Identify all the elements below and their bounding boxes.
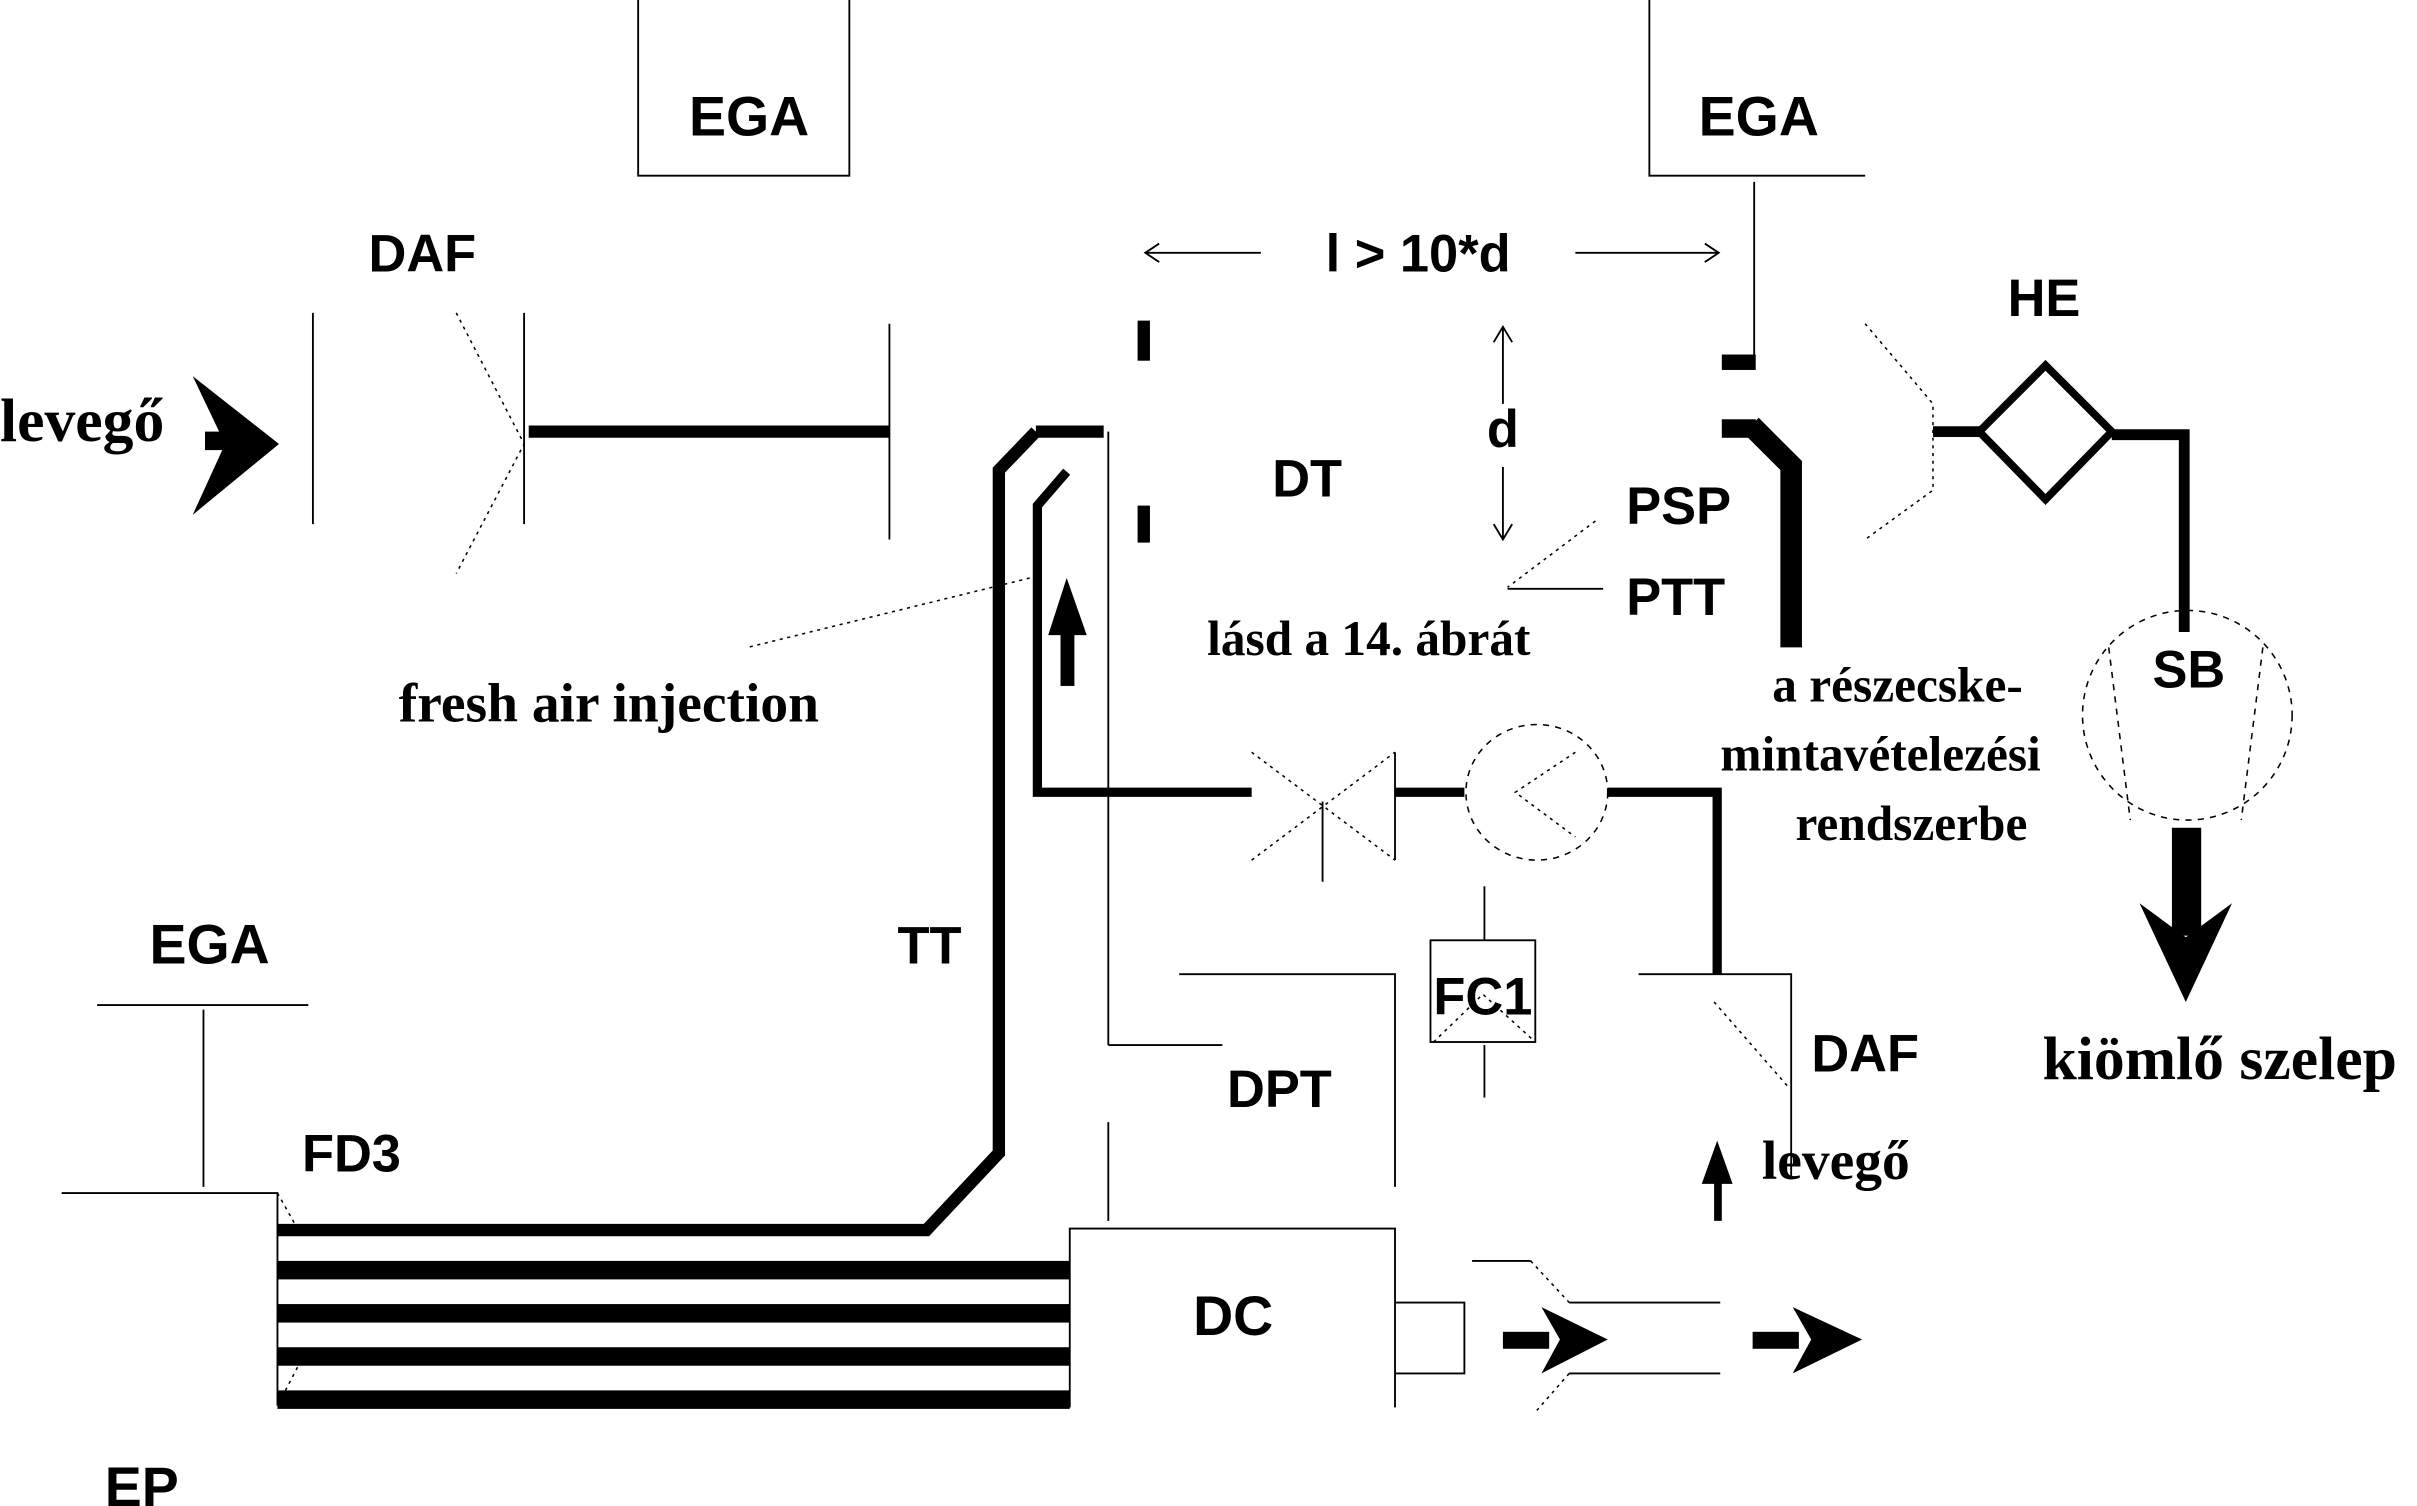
he-label: HE <box>2008 270 2081 328</box>
ptt-label: PTT <box>1626 569 1725 627</box>
exhaust-outlet <box>1472 1259 1863 1411</box>
daf-filter-bottom: DAF <box>1638 973 1919 1177</box>
dimension-diameter: d <box>1487 324 1519 542</box>
arrow-right-icon <box>192 376 280 515</box>
ega-label-top-left: EGA <box>689 86 809 148</box>
diamond-icon <box>1973 359 2118 505</box>
suction-blower: SB <box>2081 609 2293 821</box>
dc-label: DC <box>1193 1285 1273 1347</box>
dc-box: DC <box>1068 1227 1466 1408</box>
dpt-box: DPT <box>1107 973 1396 1221</box>
particle-label-line1: a részecske- <box>1772 657 2023 712</box>
daf-label-top: DAF <box>369 225 477 283</box>
daf-filter-top <box>311 312 891 574</box>
transfer-tube: TT <box>277 425 1104 1237</box>
arrow-right-icon <box>1752 1307 1863 1374</box>
dilution-tunnel: DT <box>1137 320 1756 543</box>
arrow-right-icon <box>1502 1307 1608 1374</box>
fresh-air-tube: fresh air injection <box>399 431 1252 1047</box>
particle-label-line3: rendszerbe <box>1795 796 2027 851</box>
ega-box-top-left: EGA <box>637 0 851 177</box>
pump-icon <box>1465 723 1722 975</box>
flow-divider-fd3 <box>277 1260 1070 1409</box>
ega-box-bottom-left: EGA <box>61 913 309 1407</box>
tt-label: TT <box>897 917 961 975</box>
heat-exchanger: HE <box>1864 270 2190 632</box>
sb-label: SB <box>2152 641 2225 699</box>
ep-label: EP <box>105 1456 179 1506</box>
arrow-down-icon <box>2139 827 2233 1002</box>
fresh-air-label: fresh air injection <box>399 673 819 734</box>
psp-ptt-probe: PSP PTT <box>1507 478 1731 627</box>
psp-label: PSP <box>1626 478 1731 536</box>
daf-label-bottom: DAF <box>1811 1025 1919 1083</box>
fd3-label: FD3 <box>302 1126 401 1184</box>
dt-label: DT <box>1272 450 1342 508</box>
levego-label-left: levegő <box>0 387 164 455</box>
levego-label-bottom: levegő <box>1762 1131 1910 1192</box>
see-figure-label: lásd a 14. ábrát <box>1207 611 1531 666</box>
arrow-up-icon <box>1701 1140 1733 1221</box>
ega-label-top-right: EGA <box>1699 86 1819 148</box>
fc1-label: FC1 <box>1433 968 1532 1026</box>
exhaust-valve-label: kiömlő szelep <box>2042 1025 2396 1093</box>
particle-sampling-pipe <box>1721 417 1802 648</box>
dimension-diameter-label: d <box>1487 401 1519 459</box>
dpt-label: DPT <box>1227 1061 1332 1119</box>
ega-box-top-right: EGA <box>1648 0 1866 363</box>
flow-controller-fc1: FC1 <box>1429 886 1537 1098</box>
valve-icon <box>1251 751 1465 882</box>
particle-label-line2: mintavételezési <box>1720 727 2040 782</box>
dimension-length-label: l > 10*d <box>1326 225 1511 283</box>
ega-label-bottom-left: EGA <box>150 913 270 975</box>
arrow-up-icon <box>1048 578 1087 686</box>
dimension-length: l > 10*d <box>1143 225 1721 283</box>
